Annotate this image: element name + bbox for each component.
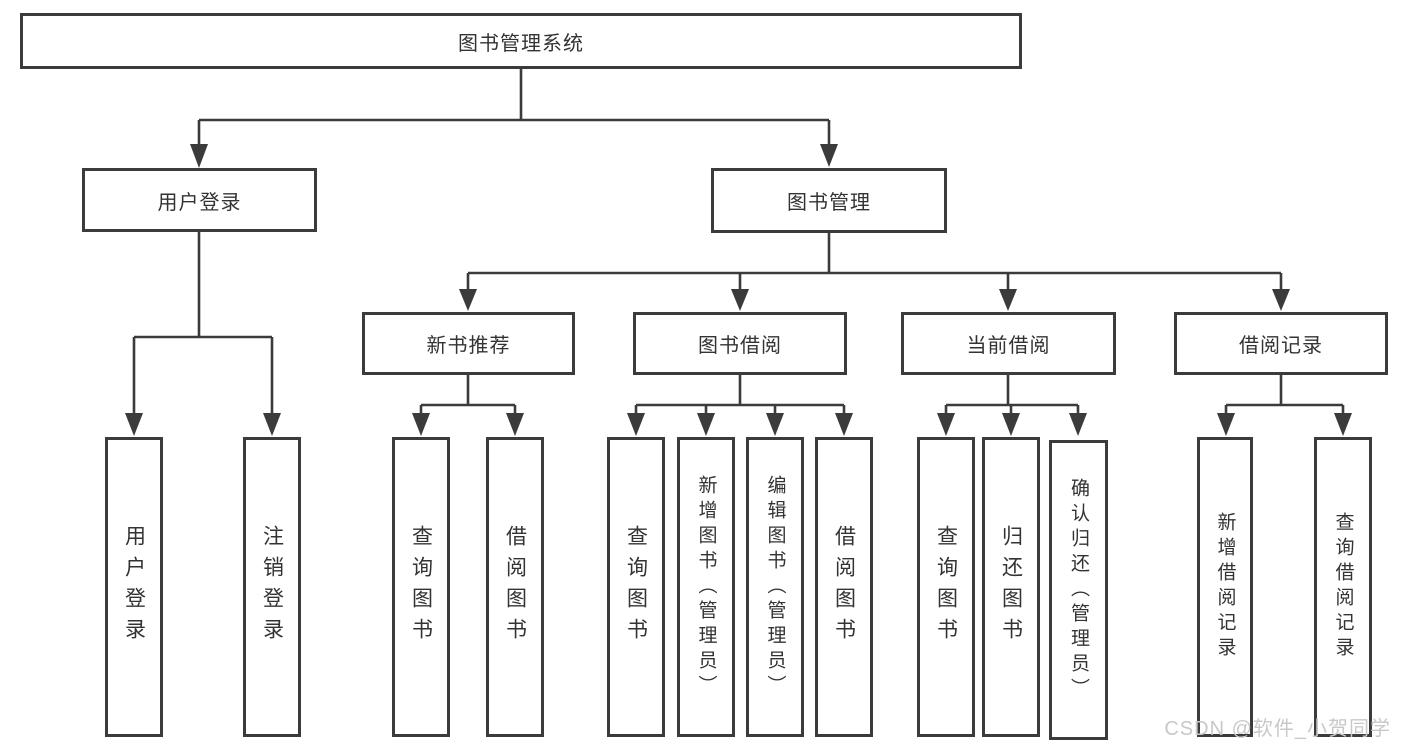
- arrowhead: [412, 413, 430, 436]
- leaf-newbook-query-books: 查询图书: [392, 437, 450, 737]
- csdn-watermark: CSDN @软件_小贺同学: [1164, 718, 1391, 740]
- node-book-management: 图书管理: [711, 168, 947, 233]
- arrowhead: [820, 144, 838, 167]
- arrowhead: [1334, 413, 1352, 436]
- arrowhead: [1002, 413, 1020, 436]
- leaf-current-confirm-return-admin: 确认归还（管理员）: [1049, 440, 1108, 740]
- leaf-borrow-edit-books-admin: 编辑图书（管理员）: [746, 437, 804, 737]
- arrowhead: [1069, 413, 1087, 436]
- leaf-borrow-query-books: 查询图书: [607, 437, 665, 737]
- node-user-login: 用户登录: [82, 168, 317, 232]
- leaf-borrow-borrow-books: 借阅图书: [815, 437, 873, 737]
- leaf-records-add-record: 新增借阅记录: [1197, 437, 1253, 737]
- arrowhead: [937, 413, 955, 436]
- leaf-logout: 注销登录: [243, 437, 301, 737]
- leaf-current-return-books: 归还图书: [982, 437, 1040, 737]
- arrowhead: [697, 413, 715, 436]
- connector-current-borrow-to-leaves: [937, 375, 1087, 436]
- connector-root-to-level2: [190, 69, 838, 168]
- arrowhead: [1217, 413, 1235, 436]
- arrowhead: [1272, 289, 1290, 311]
- node-book-borrow: 图书借阅: [633, 312, 847, 375]
- arrowhead: [999, 289, 1017, 311]
- node-current-borrow: 当前借阅: [901, 312, 1116, 375]
- connector-new-book-to-leaves: [412, 375, 524, 436]
- node-root-system: 图书管理系统: [20, 13, 1022, 69]
- leaf-current-query-books: 查询图书: [917, 437, 975, 737]
- connector-book-borrow-to-leaves: [627, 375, 853, 436]
- leaf-newbook-borrow-books: 借阅图书: [486, 437, 544, 737]
- connector-borrow-records-to-leaves: [1217, 375, 1352, 436]
- arrowhead: [627, 413, 645, 436]
- arrowhead: [766, 413, 784, 436]
- arrowhead: [125, 413, 143, 436]
- arrowhead: [506, 413, 524, 436]
- leaf-records-query-record: 查询借阅记录: [1314, 437, 1372, 737]
- arrowhead: [835, 413, 853, 436]
- node-new-book-recommend: 新书推荐: [362, 312, 575, 375]
- node-borrow-records: 借阅记录: [1174, 312, 1388, 375]
- arrowhead: [263, 413, 281, 436]
- connector-user-login-to-leaves: [125, 232, 281, 436]
- arrowhead: [190, 144, 208, 168]
- leaf-user-login: 用户登录: [105, 437, 163, 737]
- arrowhead: [731, 289, 749, 311]
- leaf-borrow-add-books-admin: 新增图书（管理员）: [677, 437, 735, 737]
- connector-book-management-to-level3: [459, 233, 1290, 311]
- arrowhead: [459, 289, 477, 311]
